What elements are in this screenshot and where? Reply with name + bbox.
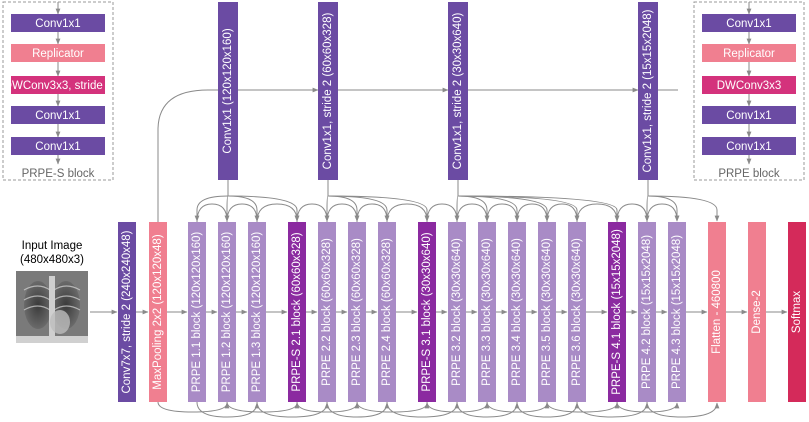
block-label-p42: PRPE 4.2 block (15x15x2048) (641, 235, 653, 389)
block-label-p13: PRPE 1.3 block (120x120x160) (251, 232, 263, 393)
top-block-t4: Conv1x1, stride 2 (15x15x2048) (638, 2, 658, 180)
block-label-flatten: Flatten - 460800 (711, 270, 723, 354)
top-block-label-t4: Conv1x1, stride 2 (15x15x2048) (642, 9, 654, 172)
block-dense: Dense-2 (748, 222, 766, 402)
block-p13: PRPE 1.3 block (120x120x160) (248, 222, 266, 402)
prpe_s_block-layer-3: Conv1x1 (11, 106, 105, 124)
prpe_s_block-caption: PRPE-S block (22, 168, 95, 180)
prpe_s_block-layer-2: DWConv3x3, stride 2 (4, 76, 113, 94)
block-p35: PRPE 3.5 block (30x30x640) (538, 222, 556, 402)
chest-xray-image (16, 271, 88, 343)
prpe_block-layer-label-3: Conv1x1 (726, 110, 771, 122)
input-image-size: (480x480x3) (20, 254, 84, 266)
top-block-label-t3: Conv1x1, stride 2 (30x30x640) (452, 13, 464, 170)
prpe_block-layer-0: Conv1x1 (702, 14, 796, 32)
prpe_block-layer-4: Conv1x1 (702, 137, 796, 155)
block-label-conv7: Conv7x7, stride 2 (240x240x48) (121, 230, 133, 393)
top-block-t1: Conv1x1 (120x120x160) (218, 2, 238, 180)
block-ps21: PRPE-S 2.1 block (60x60x328) (288, 222, 306, 402)
shortcut-convs: Conv1x1 (120x120x160) Conv1x1, stride 2 (… (218, 2, 658, 180)
block-p34: PRPE 3.4 block (30x30x640) (508, 222, 526, 402)
block-ps41: PRPE-S 4.1 block (15x15x2048) (608, 222, 626, 402)
block-p24: PRPE 2.4 block (60x60x328) (378, 222, 396, 402)
prpe_s_block-layer-label-3: Conv1x1 (35, 110, 80, 122)
block-label-softmax: Softmax (791, 291, 803, 333)
block-ps31: PRPE-S 3.1 block (30x30x640) (418, 222, 436, 402)
block-softmax: Softmax (788, 222, 806, 402)
top-block-t3: Conv1x1, stride 2 (30x30x640) (448, 2, 468, 180)
block-flatten: Flatten - 460800 (708, 222, 726, 402)
block-label-p32: PRPE 3.2 block (30x30x640) (451, 238, 463, 386)
prpe_block-caption: PRPE block (718, 168, 780, 180)
prpe_block-layer-1: Replicator (702, 44, 796, 62)
prpe_s_block-layer-0: Conv1x1 (11, 14, 105, 32)
top-block-label-t1: Conv1x1 (120x120x160) (222, 28, 234, 153)
block-label-p12: PRPE 1.2 block (120x120x160) (221, 232, 233, 393)
prpe_block-layer-2: DWConv3x3 (702, 76, 796, 94)
prpe-block-legend: Conv1x1ReplicatorDWConv3x3Conv1x1Conv1x1… (693, 1, 805, 181)
block-label-p23: PRPE 2.3 block (60x60x328) (351, 238, 363, 386)
block-p32: PRPE 3.2 block (30x30x640) (448, 222, 466, 402)
block-p23: PRPE 2.3 block (60x60x328) (348, 222, 366, 402)
prpe_s_block-layer-label-2: DWConv3x3, stride 2 (4, 80, 113, 92)
block-p22: PRPE 2.2 block (60x60x328) (318, 222, 336, 402)
block-label-p43: PRPE 4.3 block (15x15x2048) (671, 235, 683, 389)
top-block-t2: Conv1x1, stride 2 (60x60x328) (318, 2, 338, 180)
main-pipeline: Conv7x7, stride 2 (240x240x48) MaxPooling… (118, 222, 806, 402)
block-label-maxpool: MaxPooling 2x2 (120x120x48) (152, 234, 164, 390)
block-label-p22: PRPE 2.2 block (60x60x328) (321, 238, 333, 386)
block-p11: PRPE 1.1 block (120x120x160) (188, 222, 206, 402)
prpe_block-layer-label-0: Conv1x1 (726, 18, 771, 30)
prpe_block-layer-label-1: Replicator (723, 48, 775, 60)
connection-edges (90, 87, 788, 418)
block-label-ps21: PRPE-S 2.1 block (60x60x328) (291, 232, 303, 391)
prpe_s_block-layer-label-4: Conv1x1 (35, 141, 80, 153)
block-label-p24: PRPE 2.4 block (60x60x328) (381, 238, 393, 386)
block-p12: PRPE 1.2 block (120x120x160) (218, 222, 236, 402)
block-maxpool: MaxPooling 2x2 (120x120x48) (149, 222, 167, 402)
block-p42: PRPE 4.2 block (15x15x2048) (638, 222, 656, 402)
block-label-dense: Dense-2 (751, 290, 763, 333)
prpe_s_block-layer-label-0: Conv1x1 (35, 18, 80, 30)
prpe_block-layer-label-4: Conv1x1 (726, 141, 771, 153)
input-image-title: Input Image (22, 240, 83, 252)
block-p33: PRPE 3.3 block (30x30x640) (478, 222, 496, 402)
block-p36: PRPE 3.6 block (30x30x640) (568, 222, 586, 402)
block-p43: PRPE 4.3 block (15x15x2048) (668, 222, 686, 402)
block-label-p33: PRPE 3.3 block (30x30x640) (481, 238, 493, 386)
block-label-p34: PRPE 3.4 block (30x30x640) (511, 238, 523, 386)
prpe_s_block-layer-1: Replicator (11, 44, 105, 62)
input-image-group: Input Image (480x480x3) (16, 240, 88, 343)
block-label-ps31: PRPE-S 3.1 block (30x30x640) (421, 232, 433, 391)
block-label-p11: PRPE 1.1 block (120x120x160) (191, 232, 203, 393)
prpe_block-layer-3: Conv1x1 (702, 106, 796, 124)
top-block-label-t2: Conv1x1, stride 2 (60x60x328) (322, 13, 334, 170)
block-label-ps41: PRPE-S 4.1 block (15x15x2048) (611, 229, 623, 395)
prpe_block-layer-label-2: DWConv3x3 (717, 80, 782, 92)
block-label-p36: PRPE 3.6 block (30x30x640) (571, 238, 583, 386)
block-label-p35: PRPE 3.5 block (30x30x640) (541, 238, 553, 386)
block-conv7: Conv7x7, stride 2 (240x240x48) (118, 222, 136, 402)
prpe_s_block-layer-label-1: Replicator (32, 48, 84, 60)
prpe_s_block-layer-4: Conv1x1 (11, 137, 105, 155)
